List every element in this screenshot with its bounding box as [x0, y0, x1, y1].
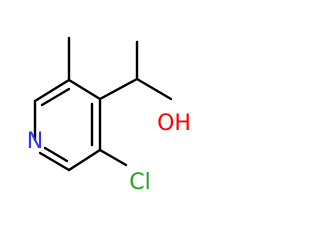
nitrogen-atom-label: N — [27, 129, 43, 154]
bond-c-cl — [98, 148, 128, 167]
molecule-structure-diagram: N OH Cl — [27, 36, 191, 195]
bond-c2-c3-inner — [40, 87, 71, 107]
bond-c2-c3 — [33, 78, 71, 103]
bond-c6-n1 — [38, 151, 71, 172]
bond-c5-c6 — [67, 148, 102, 172]
bond-c3-c4 — [67, 78, 102, 101]
hydroxyl-atom-label: OH — [157, 111, 191, 136]
chlorine-atom-label: Cl — [129, 170, 150, 195]
bond-carbinol-methyl — [135, 77, 173, 101]
bond-c6-n1-inner — [43, 146, 69, 163]
bond-ring-to-carbinol — [98, 77, 139, 101]
